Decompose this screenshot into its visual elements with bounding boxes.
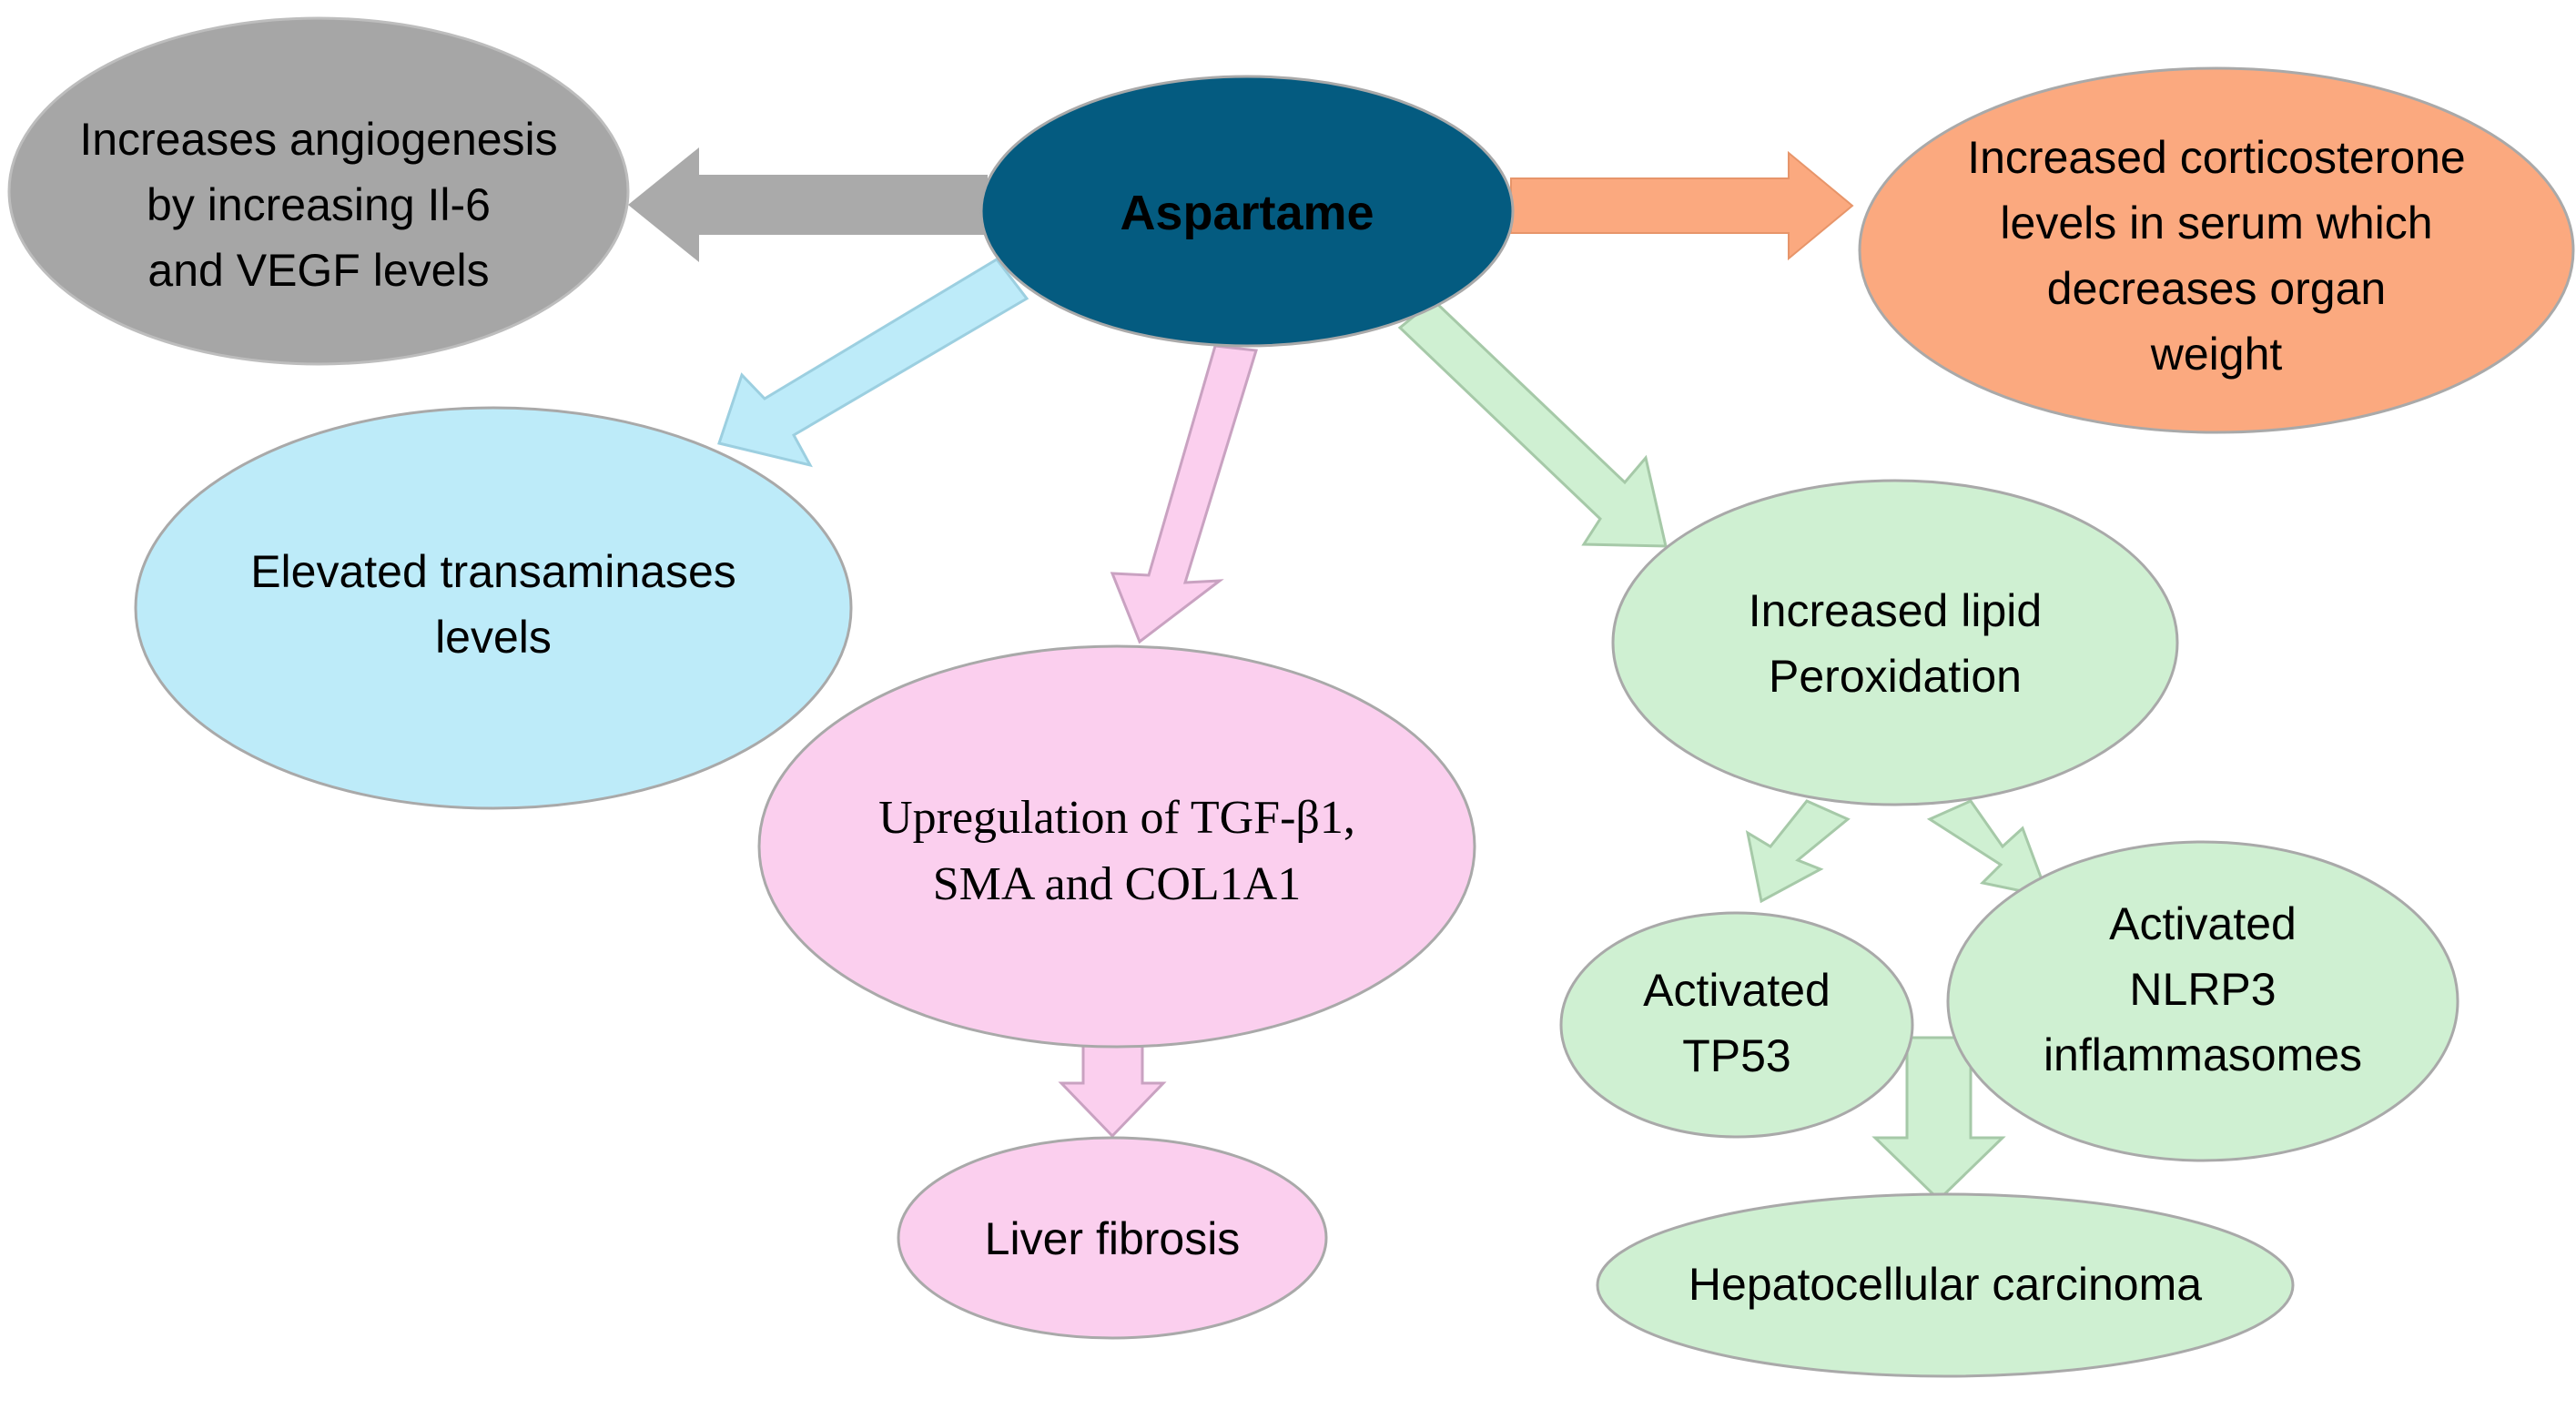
node-nlrp3: Activated NLRP3 inflammasomes [1946, 840, 2459, 1162]
node-fibrosis: Liver fibrosis [897, 1136, 1328, 1340]
arrow-to-tp53 [1745, 799, 1851, 904]
node-corticosterone: Increased corticosterone levels in serum… [1858, 66, 2575, 434]
arrow-to-nlrp3 [1926, 799, 2051, 899]
arrow-to-corticosterone [1510, 150, 1854, 261]
hcc-label: Hepatocellular carcinoma [1689, 1259, 2202, 1310]
node-angiogenesis: Increases angiogenesis by increasing Il-… [7, 16, 630, 366]
nlrp3-line-1: Activated [2109, 898, 2297, 949]
node-tp53: Activated TP53 [1559, 911, 1914, 1139]
arrow-to-fibrosis [1058, 1043, 1167, 1139]
node-transaminases: Elevated transaminases levels [134, 406, 853, 810]
transaminases-line-1: Elevated transaminases [250, 546, 736, 597]
lipid-line-2: Peroxidation [1769, 651, 2022, 702]
corticosterone-line-1: Increased corticosterone [1967, 132, 2466, 183]
arrow-to-angiogenesis [628, 147, 988, 262]
corticosterone-line-2: levels in serum which [2000, 198, 2432, 248]
arrow-to-tgf [1110, 344, 1258, 644]
lipid-line-1: Increased lipid [1749, 585, 2042, 636]
angiogenesis-line-1: Increases angiogenesis [79, 114, 557, 165]
tp53-line-2: TP53 [1682, 1030, 1791, 1081]
node-aspartame: Aspartame [979, 75, 1515, 348]
tgf-line-1: Upregulation of TGF-β1, [878, 792, 1355, 844]
arrow-to-transaminases [717, 258, 1029, 468]
tp53-line-1: Activated [1643, 965, 1831, 1016]
angiogenesis-line-3: and VEGF levels [147, 245, 489, 296]
nlrp3-line-3: inflammasomes [2044, 1029, 2362, 1080]
aspartame-label: Aspartame [1120, 186, 1374, 240]
fibrosis-label: Liver fibrosis [985, 1213, 1241, 1264]
node-tgf: Upregulation of TGF-β1, SMA and COL1A1 [757, 644, 1476, 1049]
node-lipid: Increased lipid Peroxidation [1611, 479, 2179, 806]
arrow-to-lipid [1397, 299, 1668, 548]
transaminases-line-2: levels [435, 612, 552, 663]
corticosterone-line-4: weight [2150, 329, 2283, 380]
tgf-line-2: SMA and COL1A1 [933, 858, 1301, 910]
corticosterone-line-3: decreases organ [2047, 263, 2386, 314]
nlrp3-line-2: NLRP3 [2129, 964, 2276, 1015]
angiogenesis-line-2: by increasing Il-6 [147, 179, 491, 230]
node-hcc: Hepatocellular carcinoma [1596, 1192, 2295, 1378]
